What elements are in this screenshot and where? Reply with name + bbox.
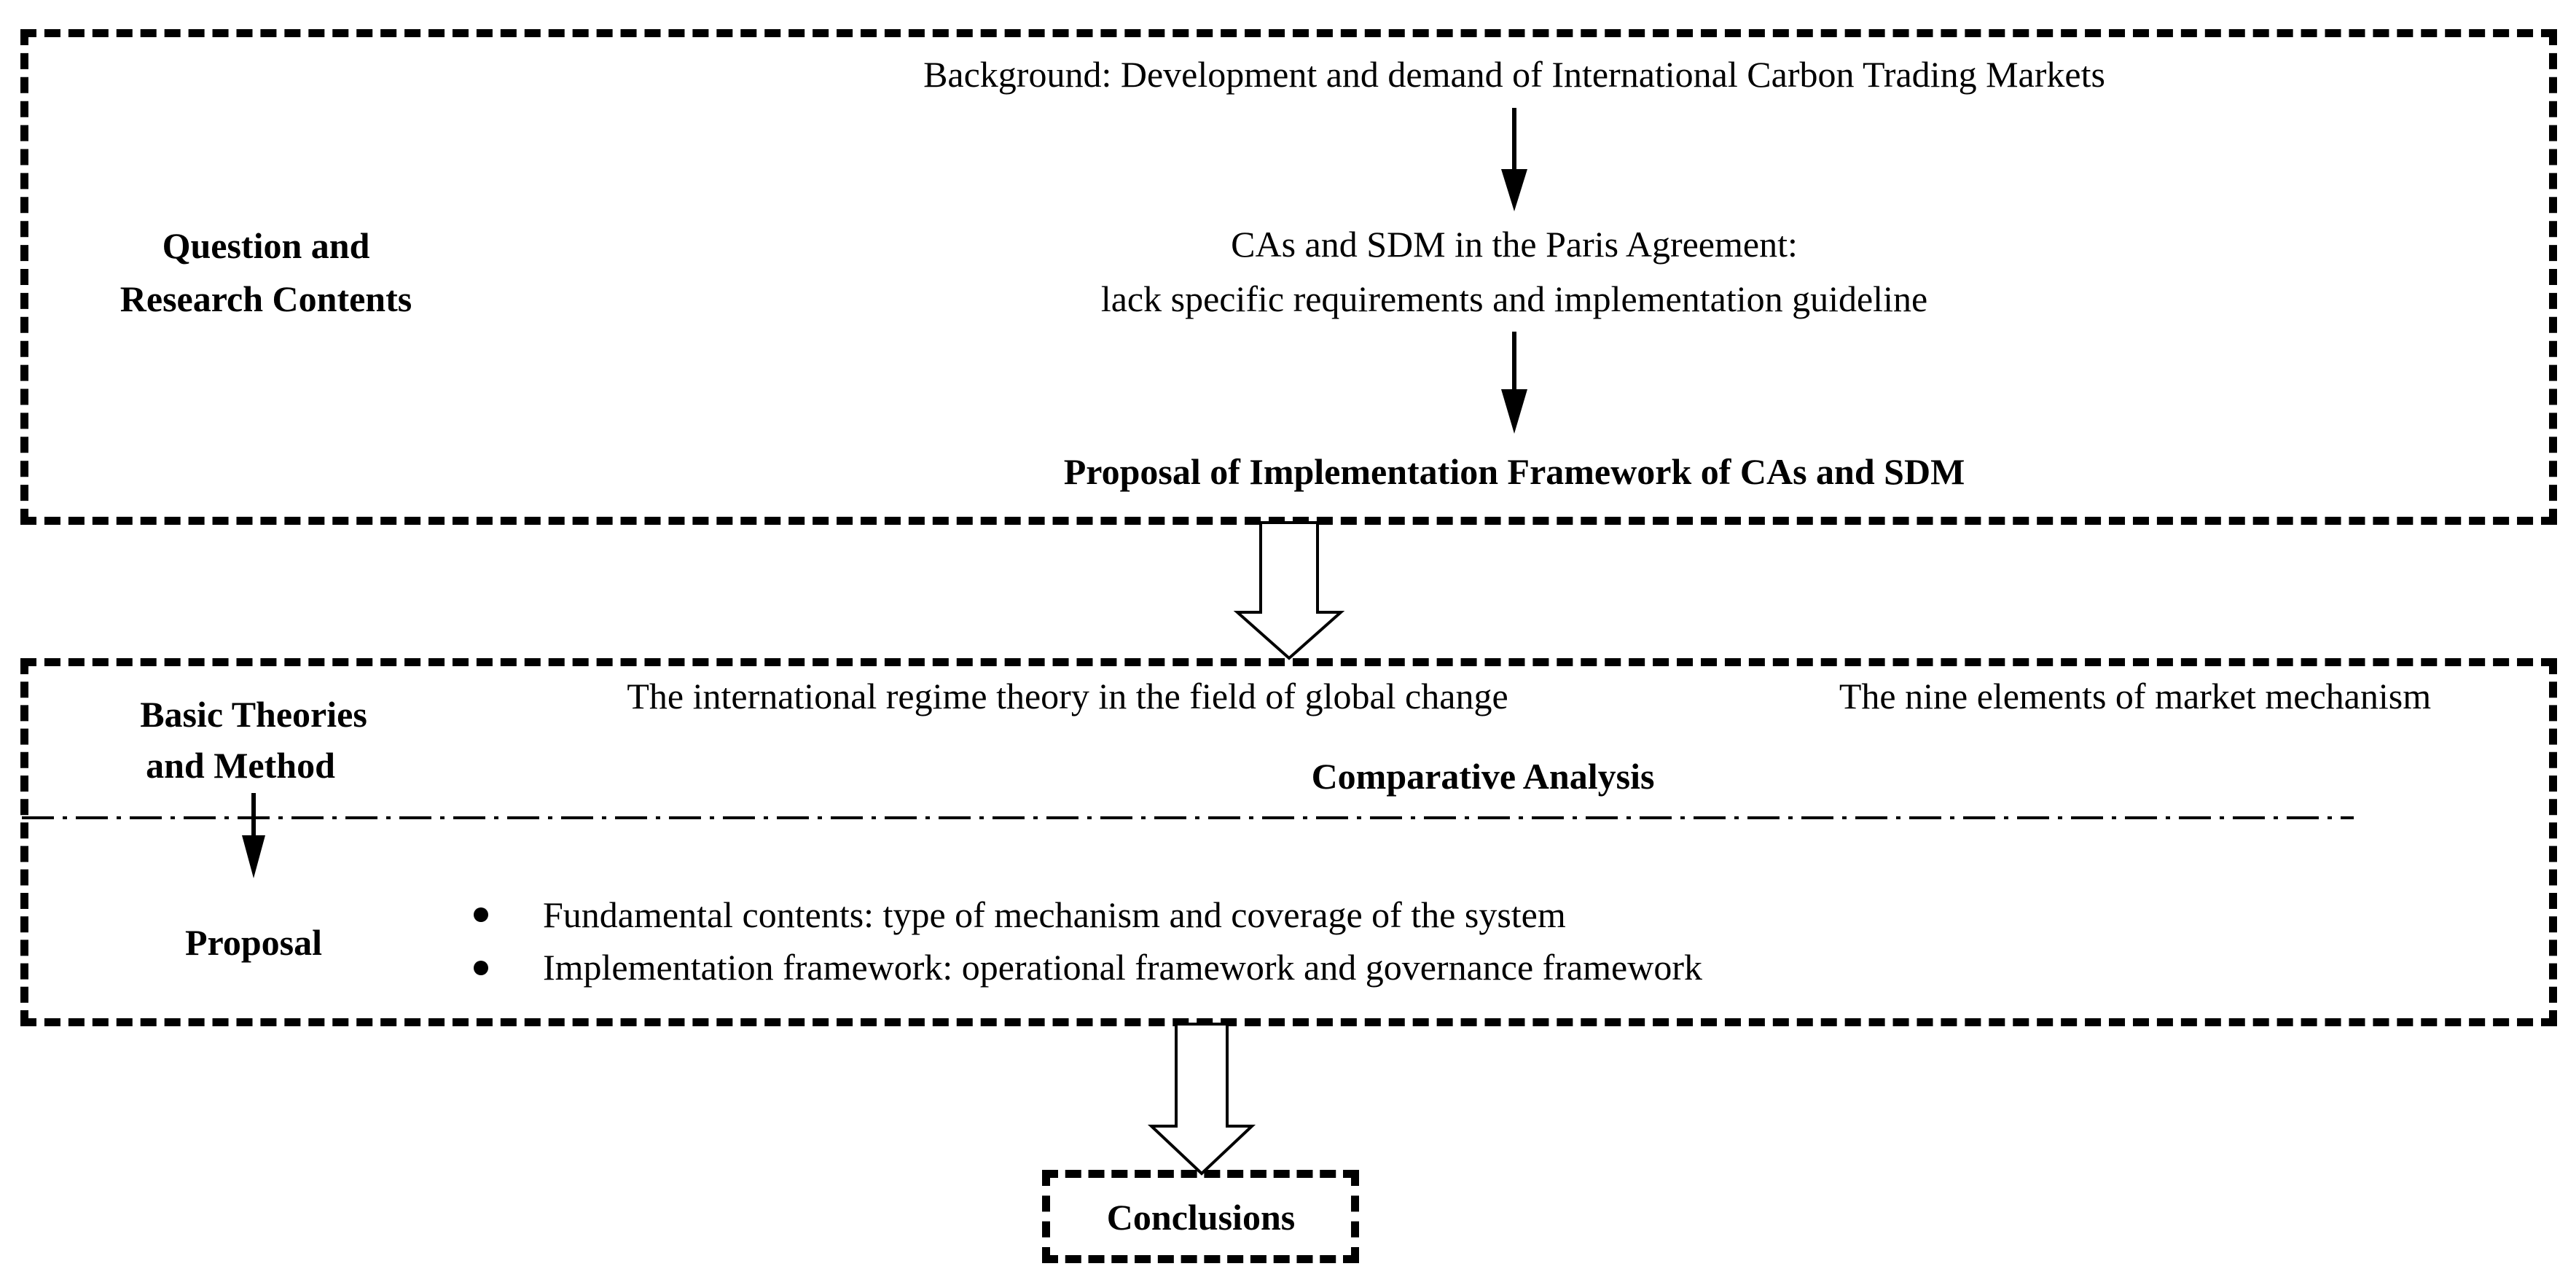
question-label-line1: Question and <box>162 225 370 266</box>
comparative-analysis-label: Comparative Analysis <box>1311 756 1655 797</box>
cas-sdm-line1: CAs and SDM in the Paris Agreement: <box>1231 224 1798 265</box>
down-arrow <box>1501 108 1527 211</box>
bullet-fundamental-contents: Fundamental contents: type of mechanism … <box>543 894 1566 935</box>
cas-sdm-line2: lack specific requirements and implement… <box>1100 278 1928 319</box>
theories-proposal-box <box>20 658 2557 1026</box>
proposal-label: Proposal <box>185 922 322 963</box>
theories-label-line1: Basic Theories <box>140 694 367 735</box>
theories-label-line2: and Method <box>146 745 335 786</box>
regime-theory-text: The international regime theory in the f… <box>627 676 1508 716</box>
bullet-dot <box>474 907 488 922</box>
question-label-line2: Research Contents <box>120 278 412 319</box>
block-arrow-down <box>1233 521 1345 660</box>
research-contents-box <box>20 29 2557 525</box>
down-arrow <box>242 793 265 878</box>
bullet-implementation-framework: Implementation framework: operational fr… <box>543 947 1702 988</box>
block-arrow-down <box>1147 1023 1256 1176</box>
background-text: Background: Development and demand of In… <box>923 54 2105 95</box>
conclusions-label: Conclusions <box>1106 1197 1296 1238</box>
market-mechanism-text: The nine elements of market mechanism <box>1839 676 2432 716</box>
down-arrow <box>1501 332 1527 434</box>
proposal-framework-title: Proposal of Implementation Framework of … <box>1063 451 1965 492</box>
bullet-dot <box>474 961 488 975</box>
